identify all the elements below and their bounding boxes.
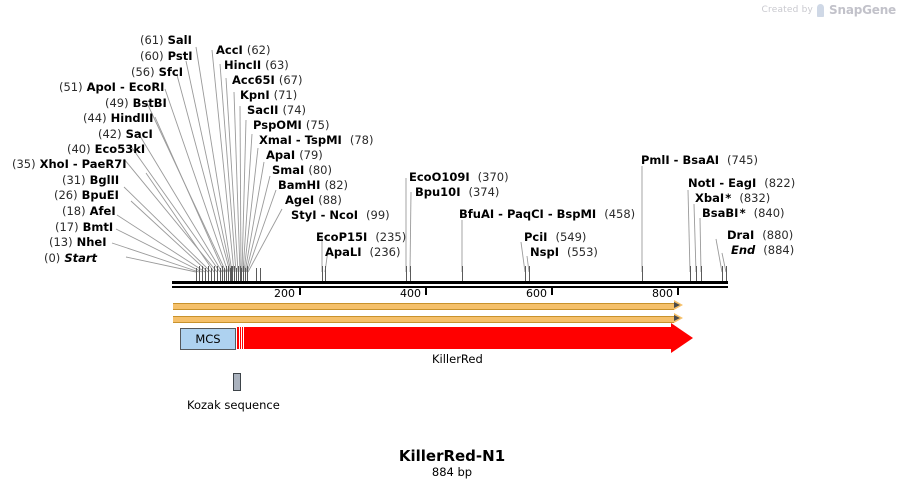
snapgene-logo-icon xyxy=(817,3,825,17)
credit-brand: SnapGene xyxy=(829,3,896,17)
feature-killerred[interactable] xyxy=(237,327,671,349)
promoter-arrow-2 xyxy=(173,316,674,323)
site-label-BpuEI: (26) BpuEI xyxy=(54,188,119,202)
site-label-EcoO109I: EcoO109I (370) xyxy=(409,170,509,184)
site-label-XhoI-PaeR7I: (35) XhoI - PaeR7I xyxy=(12,157,127,171)
site-label-Start: (0) Start xyxy=(44,251,98,265)
site-label-BstBI: (49) BstBI xyxy=(105,96,167,110)
axis-label-200: 200 xyxy=(274,287,295,300)
site-label-PciI: PciI (549) xyxy=(524,230,587,244)
site-label-BamHI: BamHI (82) xyxy=(278,178,349,192)
site-label-PstI: (60) PstI xyxy=(140,49,193,63)
feature-mcs[interactable]: MCS xyxy=(180,328,236,350)
site-label-Eco53kI: (40) Eco53kI xyxy=(67,142,146,156)
site-label-PspOMI: PspOMI (75) xyxy=(253,118,330,132)
feature-killerred-arrowhead xyxy=(671,323,693,353)
promoter-arrowhead-2 xyxy=(674,313,683,323)
site-label-ApaI: ApaI (79) xyxy=(266,148,323,162)
site-label-ApaLI: ApaLI (236) xyxy=(325,245,401,259)
site-label-SacI: (42) SacI xyxy=(98,127,153,141)
feature-kozak-label: Kozak sequence xyxy=(187,398,280,412)
site-label-EcoP15I: EcoP15I (235) xyxy=(316,230,407,244)
site-label-XmaI-TspMI: XmaI - TspMI (78) xyxy=(259,133,374,147)
site-label-NspI: NspI (553) xyxy=(530,245,598,259)
site-label-StyI-NcoI: StyI - NcoI (99) xyxy=(291,208,390,222)
plasmid-length: 884 bp xyxy=(431,465,473,479)
site-label-NotI-EagI: NotI - EagI (822) xyxy=(688,176,796,190)
site-label-DraI: DraI (880) xyxy=(727,228,794,242)
site-label-BsaBI: BsaBI * (840) xyxy=(702,206,785,220)
site-label-BfuAI-PaqCI-BspMI: BfuAI - PaqCI - BspMI (458) xyxy=(459,207,636,221)
site-label-NheI: (13) NheI xyxy=(49,235,107,249)
feature-killerred-stripes xyxy=(238,327,245,349)
site-label-SmaI: SmaI (80) xyxy=(272,163,332,177)
backbone-line xyxy=(172,281,728,284)
axis-label-600: 600 xyxy=(526,287,547,300)
site-label-SacII: SacII (74) xyxy=(247,103,307,117)
site-label-BglII: (31) BglII xyxy=(62,173,120,187)
site-label-KpnI: KpnI (71) xyxy=(240,88,298,102)
axis-tick-600 xyxy=(551,288,553,295)
site-label-AgeI: AgeI (88) xyxy=(285,193,342,207)
site-label-SalI: (61) SalI xyxy=(140,33,192,47)
site-label-End: End (884) xyxy=(731,243,795,257)
promoter-arrow-1 xyxy=(173,303,674,310)
site-label-PmlI-BsaAI: PmlI - BsaAI (745) xyxy=(641,153,758,167)
feature-kozak-marker[interactable] xyxy=(233,373,241,391)
site-label-Bpu10I: Bpu10I (374) xyxy=(415,185,500,199)
page-title: KillerRed-N1 xyxy=(398,447,506,465)
axis-tick-400 xyxy=(425,288,427,295)
site-label-Acc65I: Acc65I (67) xyxy=(232,73,303,87)
axis-label-400: 400 xyxy=(400,287,421,300)
axis-label-800: 800 xyxy=(652,287,673,300)
credit-prefix: Created by xyxy=(761,5,814,15)
feature-killerred-label: KillerRed xyxy=(432,352,483,366)
site-label-AccI: AccI (62) xyxy=(216,43,271,57)
site-label-HindIII: (44) HindIII xyxy=(83,111,154,125)
backbone-line-2 xyxy=(172,286,728,288)
promoter-arrowhead-1 xyxy=(674,300,683,310)
site-label-HincII: HincII (63) xyxy=(224,58,289,72)
snapgene-credit: Created by SnapGene xyxy=(761,3,897,17)
site-label-BmtI: (17) BmtI xyxy=(55,220,114,234)
site-label-ApoI-EcoRI: (51) ApoI - EcoRI xyxy=(59,80,165,94)
axis-tick-800 xyxy=(677,288,679,295)
site-label-XbaI: XbaI * (832) xyxy=(695,191,771,205)
site-label-SfcI: (56) SfcI xyxy=(131,65,184,79)
feature-mcs-label: MCS xyxy=(195,332,221,346)
site-label-AfeI: (18) AfeI xyxy=(62,204,116,218)
axis-tick-200 xyxy=(299,288,301,295)
